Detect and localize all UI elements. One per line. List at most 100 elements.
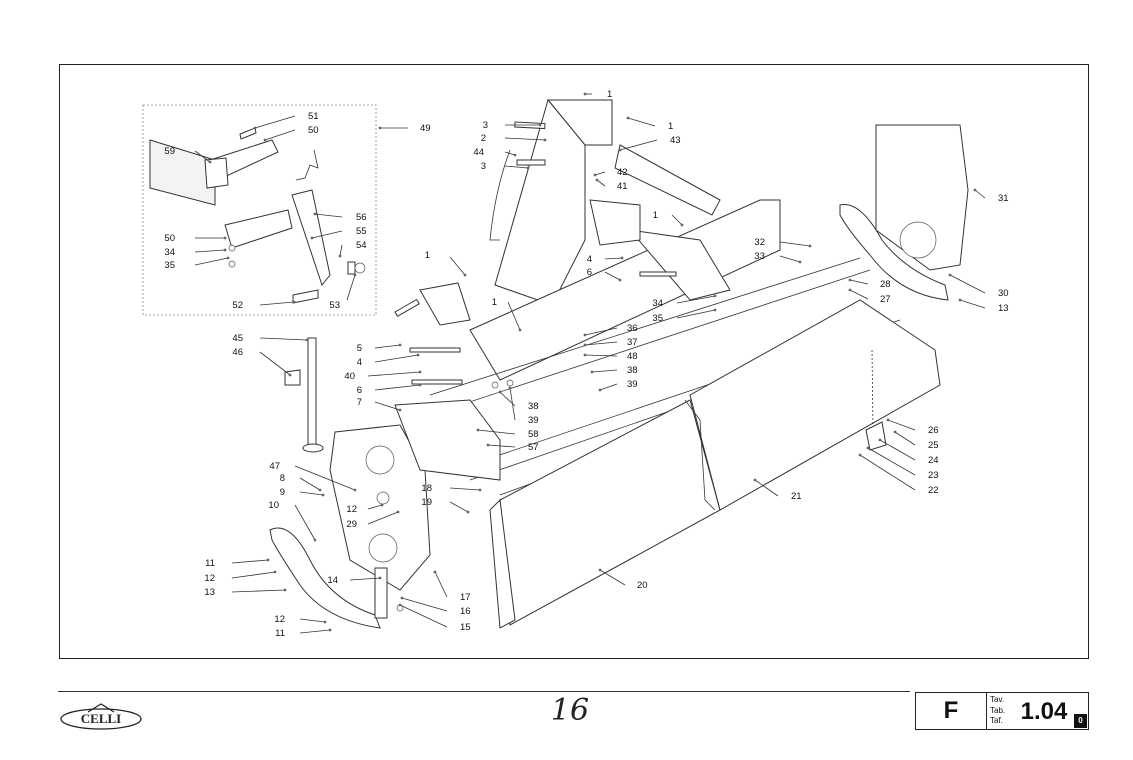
callout-anchor: [808, 244, 812, 248]
callout-label: 51: [308, 111, 319, 122]
callout-leader: [314, 213, 343, 218]
callout-leader: [259, 337, 308, 341]
callout-leader: [849, 279, 869, 285]
callout-label: 58: [528, 429, 539, 440]
callout-label: 27: [880, 294, 891, 305]
callout-leader: [434, 571, 448, 598]
callout-label: 57: [528, 442, 539, 453]
callout-anchor: [508, 386, 512, 390]
callout-anchor: [463, 273, 467, 277]
revision-badge: 0: [1074, 714, 1087, 728]
celli-logo: CELLI: [60, 703, 142, 730]
callout-anchor: [886, 418, 890, 422]
callout-leader: [374, 344, 401, 349]
callout-label: 50: [164, 233, 175, 244]
callout-label: 38: [627, 365, 638, 376]
callout-label: 43: [670, 135, 681, 146]
callout-leader: [194, 249, 226, 253]
callout-anchor: [226, 256, 230, 260]
callout-anchor: [583, 343, 587, 347]
callout-label: 9: [280, 487, 285, 498]
callout-label: 49: [420, 123, 431, 134]
callout-anchor: [380, 503, 384, 507]
callout-label: 14: [327, 575, 338, 586]
callout-anchor: [223, 236, 227, 240]
callout-label: 17: [460, 592, 471, 603]
callout-label: 46: [232, 347, 243, 358]
callout-anchor: [266, 558, 270, 562]
callout-label: 3: [483, 120, 488, 131]
callout-leader: [264, 129, 296, 141]
callout-anchor: [273, 570, 277, 574]
callout-leader: [259, 351, 291, 376]
callout-label: 8: [280, 473, 285, 484]
callout-label: 6: [587, 267, 592, 278]
callout-anchor: [973, 188, 977, 192]
page-number: 16: [551, 693, 589, 728]
callout-label: 39: [528, 415, 539, 426]
callout-label: 47: [269, 461, 280, 472]
callout-label: 18: [421, 483, 432, 494]
callout-anchor: [598, 568, 602, 572]
callout-leader: [754, 479, 779, 497]
callout-anchor: [713, 294, 717, 298]
callout-anchor: [878, 438, 882, 442]
drawing-frame: [59, 64, 1089, 659]
callout-label: 22: [928, 485, 939, 496]
callout-label: 1: [492, 297, 497, 308]
callout-anchor: [323, 620, 327, 624]
callout-leader: [374, 401, 401, 411]
callout-anchor: [583, 333, 587, 337]
callout-label: 15: [460, 622, 471, 633]
callout-anchor: [288, 373, 292, 377]
callout-anchor: [713, 308, 717, 312]
callout-label: 16: [460, 606, 471, 617]
callout-anchor: [948, 273, 952, 277]
callout-label: 13: [204, 587, 215, 598]
callout-anchor: [626, 116, 630, 120]
callout-leader: [477, 429, 516, 435]
callout-label: 54: [356, 240, 367, 251]
callout-anchor: [353, 273, 357, 277]
callout-label: 4: [587, 254, 592, 265]
callout-anchor: [321, 493, 325, 497]
callout-anchor: [543, 138, 547, 142]
callout-label: 39: [627, 379, 638, 390]
callout-label: 11: [275, 628, 285, 639]
callout-label: 3: [481, 161, 486, 172]
callout-anchor: [618, 278, 622, 282]
callout-label: 48: [627, 351, 638, 362]
callout-anchor: [398, 603, 402, 607]
callout-leader: [591, 369, 618, 373]
callout-anchor: [305, 338, 309, 342]
callout-leader: [599, 383, 618, 391]
callout-leader: [299, 491, 324, 496]
callout-label: 25: [928, 440, 939, 451]
callout-anchor: [620, 256, 624, 260]
callout-label: 37: [627, 337, 638, 348]
callout-leader: [367, 511, 399, 525]
callout-anchor: [378, 126, 382, 130]
callout-anchor: [858, 453, 862, 457]
callout-anchor: [223, 248, 227, 252]
callout-anchor: [583, 353, 587, 357]
callout-anchor: [618, 148, 622, 152]
callout-anchor: [328, 628, 332, 632]
callout-anchor: [518, 328, 522, 332]
callout-leader: [374, 384, 421, 391]
callout-anchor: [848, 288, 852, 292]
callout-label: 24: [928, 455, 939, 466]
callout-leader: [584, 341, 618, 346]
callout-label: 23: [928, 470, 939, 481]
callout-anchor: [593, 173, 597, 177]
callout-leader: [299, 618, 326, 623]
callout-leader: [509, 387, 516, 421]
callout-label: 6: [357, 385, 362, 396]
callout-leader: [584, 354, 618, 357]
callout-leader: [879, 439, 916, 461]
callout-label: 13: [998, 303, 1009, 314]
callout-leader: [449, 487, 481, 491]
callout-leader: [949, 274, 986, 294]
